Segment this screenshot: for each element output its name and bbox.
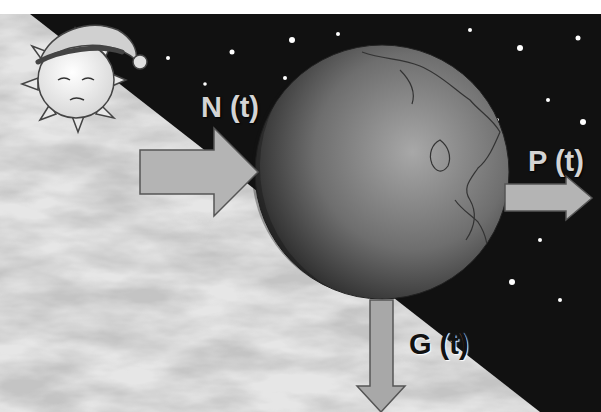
star xyxy=(509,279,515,285)
light-background xyxy=(0,14,601,412)
star xyxy=(468,28,472,32)
nightcap-band xyxy=(38,48,122,62)
flow-label: G (t) xyxy=(409,330,469,359)
marble-texture xyxy=(0,14,601,412)
output-arrow xyxy=(505,176,592,220)
star xyxy=(283,76,287,80)
sun-eye xyxy=(58,78,70,80)
star xyxy=(230,50,235,55)
star xyxy=(203,82,207,86)
star xyxy=(558,298,562,302)
star xyxy=(538,238,542,242)
sleepy-sun xyxy=(22,25,147,132)
coastline xyxy=(362,52,500,240)
flow-label: P (t) xyxy=(528,147,584,176)
coastline xyxy=(455,200,488,262)
nightcap-pompom xyxy=(133,55,147,69)
star xyxy=(580,119,586,125)
sun-eye xyxy=(82,78,94,80)
flow-label: N (t) xyxy=(201,93,259,122)
star xyxy=(166,56,170,60)
input-arrow xyxy=(140,128,258,216)
downward-arrow xyxy=(357,300,405,412)
star xyxy=(546,98,550,102)
sun-mouth xyxy=(70,98,84,100)
coastline xyxy=(400,70,413,104)
continent-outlines xyxy=(362,52,500,262)
star xyxy=(336,32,340,36)
coastline xyxy=(430,140,449,171)
earth-shadow xyxy=(252,80,330,288)
star xyxy=(517,45,523,51)
star xyxy=(576,36,581,41)
space-background xyxy=(30,14,601,412)
sun-ray xyxy=(22,78,38,90)
star xyxy=(289,37,295,43)
